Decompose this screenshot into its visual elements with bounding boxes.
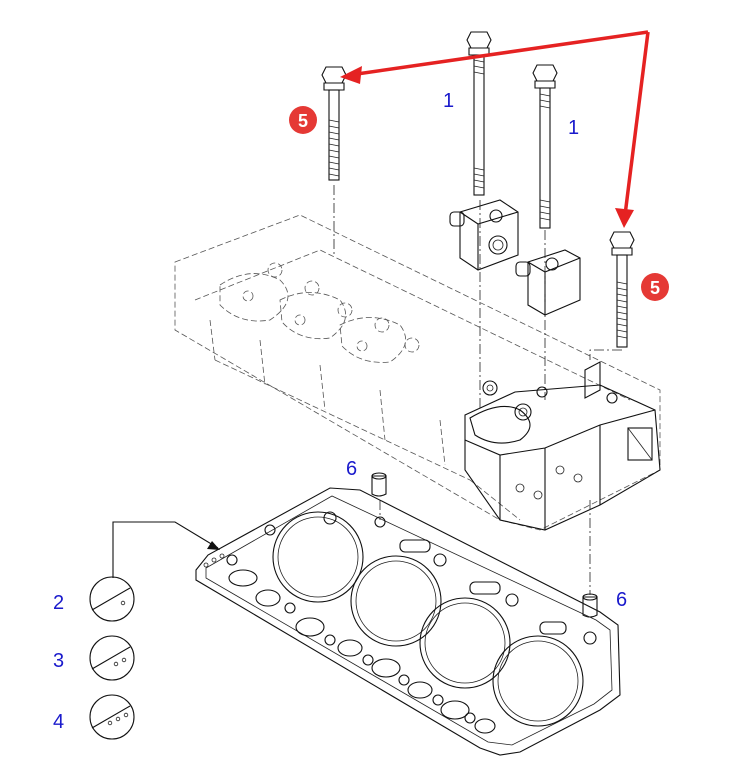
head-bolt-right [609, 231, 635, 348]
callout-6-top: 6 [346, 458, 357, 480]
head-bolt-left [321, 66, 347, 181]
gasket-variant-3 [89, 635, 135, 681]
torque-sequence-arrow [340, 30, 650, 228]
bridge-block-left [449, 199, 519, 271]
dowel-pin-bottom [582, 593, 598, 618]
cylinder-head [174, 214, 661, 531]
bridge-block-right [515, 249, 581, 316]
cylinder-head-end [464, 361, 661, 531]
head-gasket [195, 487, 621, 756]
dowel-pin-top [371, 472, 387, 497]
head-bolt-long-right [532, 64, 558, 229]
callout-2: 2 [53, 592, 64, 614]
alignment-lines [333, 185, 622, 595]
callout-6-bottom: 6 [616, 589, 627, 611]
badge-5-right: 5 [641, 273, 669, 301]
badge-5-left-label: 5 [298, 111, 308, 131]
badge-5-left: 5 [289, 106, 317, 134]
callout-1-right: 1 [568, 117, 579, 139]
badge-5-right-label: 5 [650, 278, 660, 298]
callout-1-center: 1 [443, 90, 454, 112]
gasket-variant-4 [89, 694, 135, 740]
callout-3: 3 [53, 650, 64, 672]
rocker-group-left [219, 262, 420, 363]
detail-leader [112, 521, 220, 578]
gasket-variant-2 [89, 576, 135, 622]
callout-4: 4 [53, 711, 64, 733]
